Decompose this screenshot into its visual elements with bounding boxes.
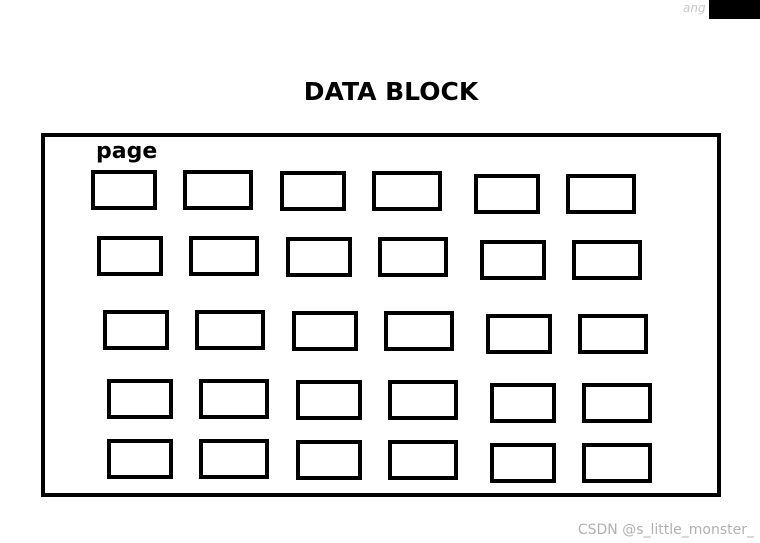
page-cell-r3-c4	[384, 311, 454, 351]
page-cell-r4-c5	[490, 383, 556, 423]
page-cell-r5-c3	[296, 440, 362, 480]
page-cell-r3-c3	[292, 311, 358, 351]
page-cell-r5-c6	[582, 443, 652, 483]
page-cell-r1-c5	[474, 174, 540, 214]
page-cell-r5-c1	[107, 439, 173, 479]
page-cell-r3-c1	[103, 310, 169, 350]
page-cell-r2-c3	[286, 237, 352, 277]
corner-black-bar	[709, 0, 760, 19]
page-cell-r2-c2	[189, 236, 259, 276]
page-cell-r4-c6	[582, 383, 652, 423]
page-cell-r3-c5	[486, 314, 552, 354]
page-cell-r5-c5	[490, 443, 556, 483]
page-cell-r1-c3	[280, 171, 346, 211]
page-cell-r3-c6	[578, 314, 648, 354]
page-cell-r2-c6	[572, 240, 642, 280]
page-cell-r1-c1	[91, 170, 157, 210]
page-cell-r4-c4	[388, 380, 458, 420]
page-cell-r4-c3	[296, 380, 362, 420]
page-cell-r4-c2	[199, 379, 269, 419]
page-cell-r3-c2	[195, 310, 265, 350]
page-cell-r2-c4	[378, 237, 448, 277]
page-cell-r4-c1	[107, 379, 173, 419]
data-block-title: DATA BLOCK	[303, 77, 479, 106]
watermark: CSDN @s_little_monster_	[577, 522, 754, 538]
page-label: page	[96, 139, 158, 164]
page-cell-r1-c6	[566, 174, 636, 214]
page-cell-r2-c5	[480, 240, 546, 280]
page-cell-r5-c2	[199, 439, 269, 479]
page-cell-r5-c4	[388, 440, 458, 480]
page-cell-r1-c2	[183, 170, 253, 210]
corner-text: ang	[683, 1, 706, 15]
page-cell-r2-c1	[97, 236, 163, 276]
page-cell-r1-c4	[372, 171, 442, 211]
